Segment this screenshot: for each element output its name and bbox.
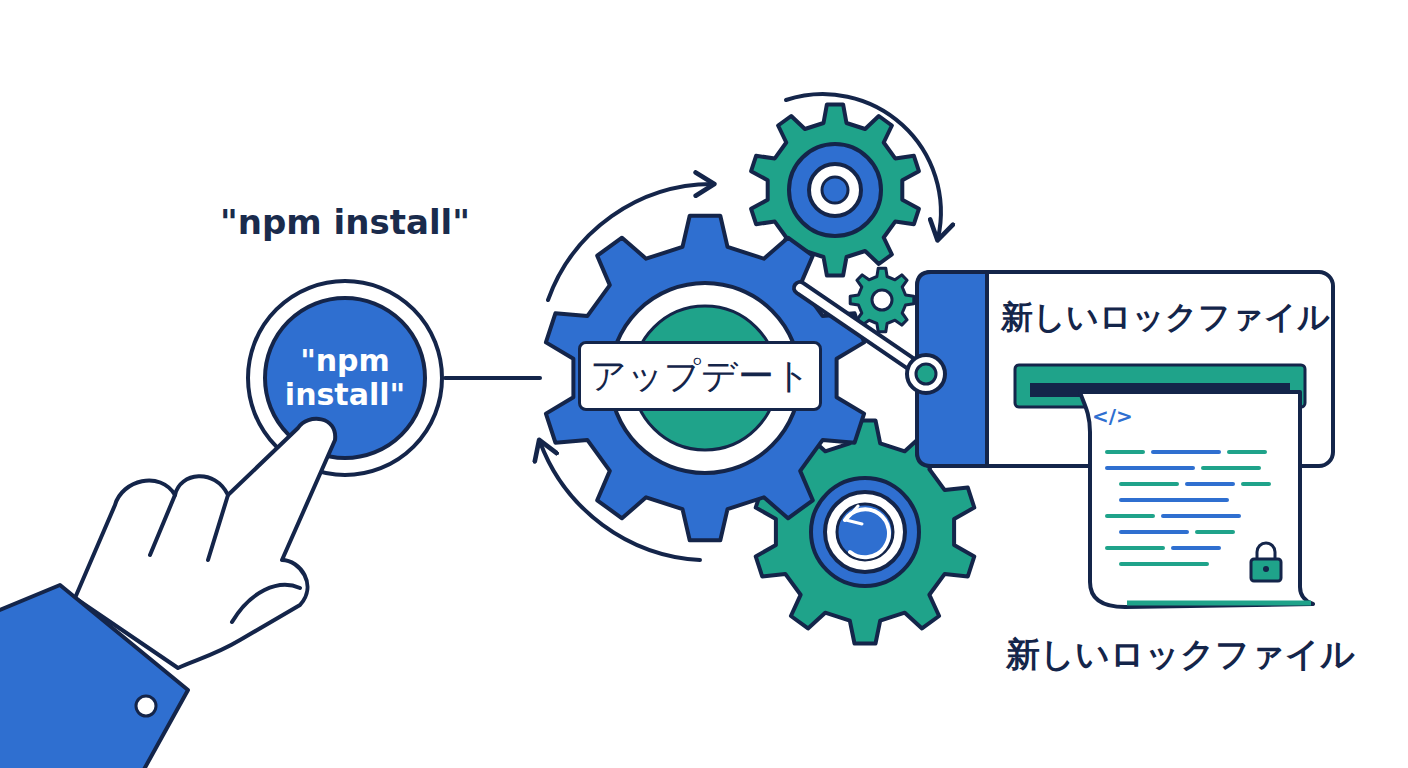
gear-hub [822,177,848,203]
main-gear [546,216,864,541]
code-icon: </> [1092,404,1133,428]
code-line [1105,450,1145,454]
gear-hub [789,144,881,236]
button-ring [248,281,442,475]
code-line [1195,530,1235,534]
gear-hub [809,164,861,216]
refresh-arrow [845,509,889,557]
lock-shackle [1257,543,1275,560]
button-heading: "npm install" [165,202,525,242]
code-line [1161,514,1241,518]
cuff-button [136,696,156,716]
update-gear: アップデート [540,213,870,543]
code-line [1241,482,1271,486]
paper-sheet [1080,392,1313,607]
hand-crease [150,495,300,622]
lock-body [1251,559,1281,581]
paper-edge [1127,601,1311,606]
button-face [265,298,425,458]
connector-line [445,376,540,380]
code-line [1119,562,1209,566]
gear-hub [825,492,905,572]
tiny-gear [850,268,914,332]
code-line [1201,466,1261,470]
code-line [1185,482,1235,486]
code-line [1119,498,1229,502]
code-line [1105,546,1165,550]
code-line [1105,466,1195,470]
gear-hub [872,290,892,310]
gear-label: アップデート [578,341,822,411]
code-line [1119,482,1179,486]
gear-hub [837,504,893,560]
lock-keyhole [1263,566,1269,572]
code-line [1227,450,1267,454]
printer-label: 新しいロックファイル [995,296,1335,340]
paper-caption: 新しいロックファイル [995,632,1365,678]
refresh-arrow [846,506,862,524]
button-label: "npm install" [275,308,415,448]
shirt-sleeve [0,585,188,768]
code-line [1105,514,1155,518]
code-line [1119,530,1189,534]
install-button: "npm install""npm install" [245,278,445,478]
gear-hub [811,478,919,586]
printer-side [917,272,987,466]
code-line [1151,450,1221,454]
code-line [1171,546,1221,550]
